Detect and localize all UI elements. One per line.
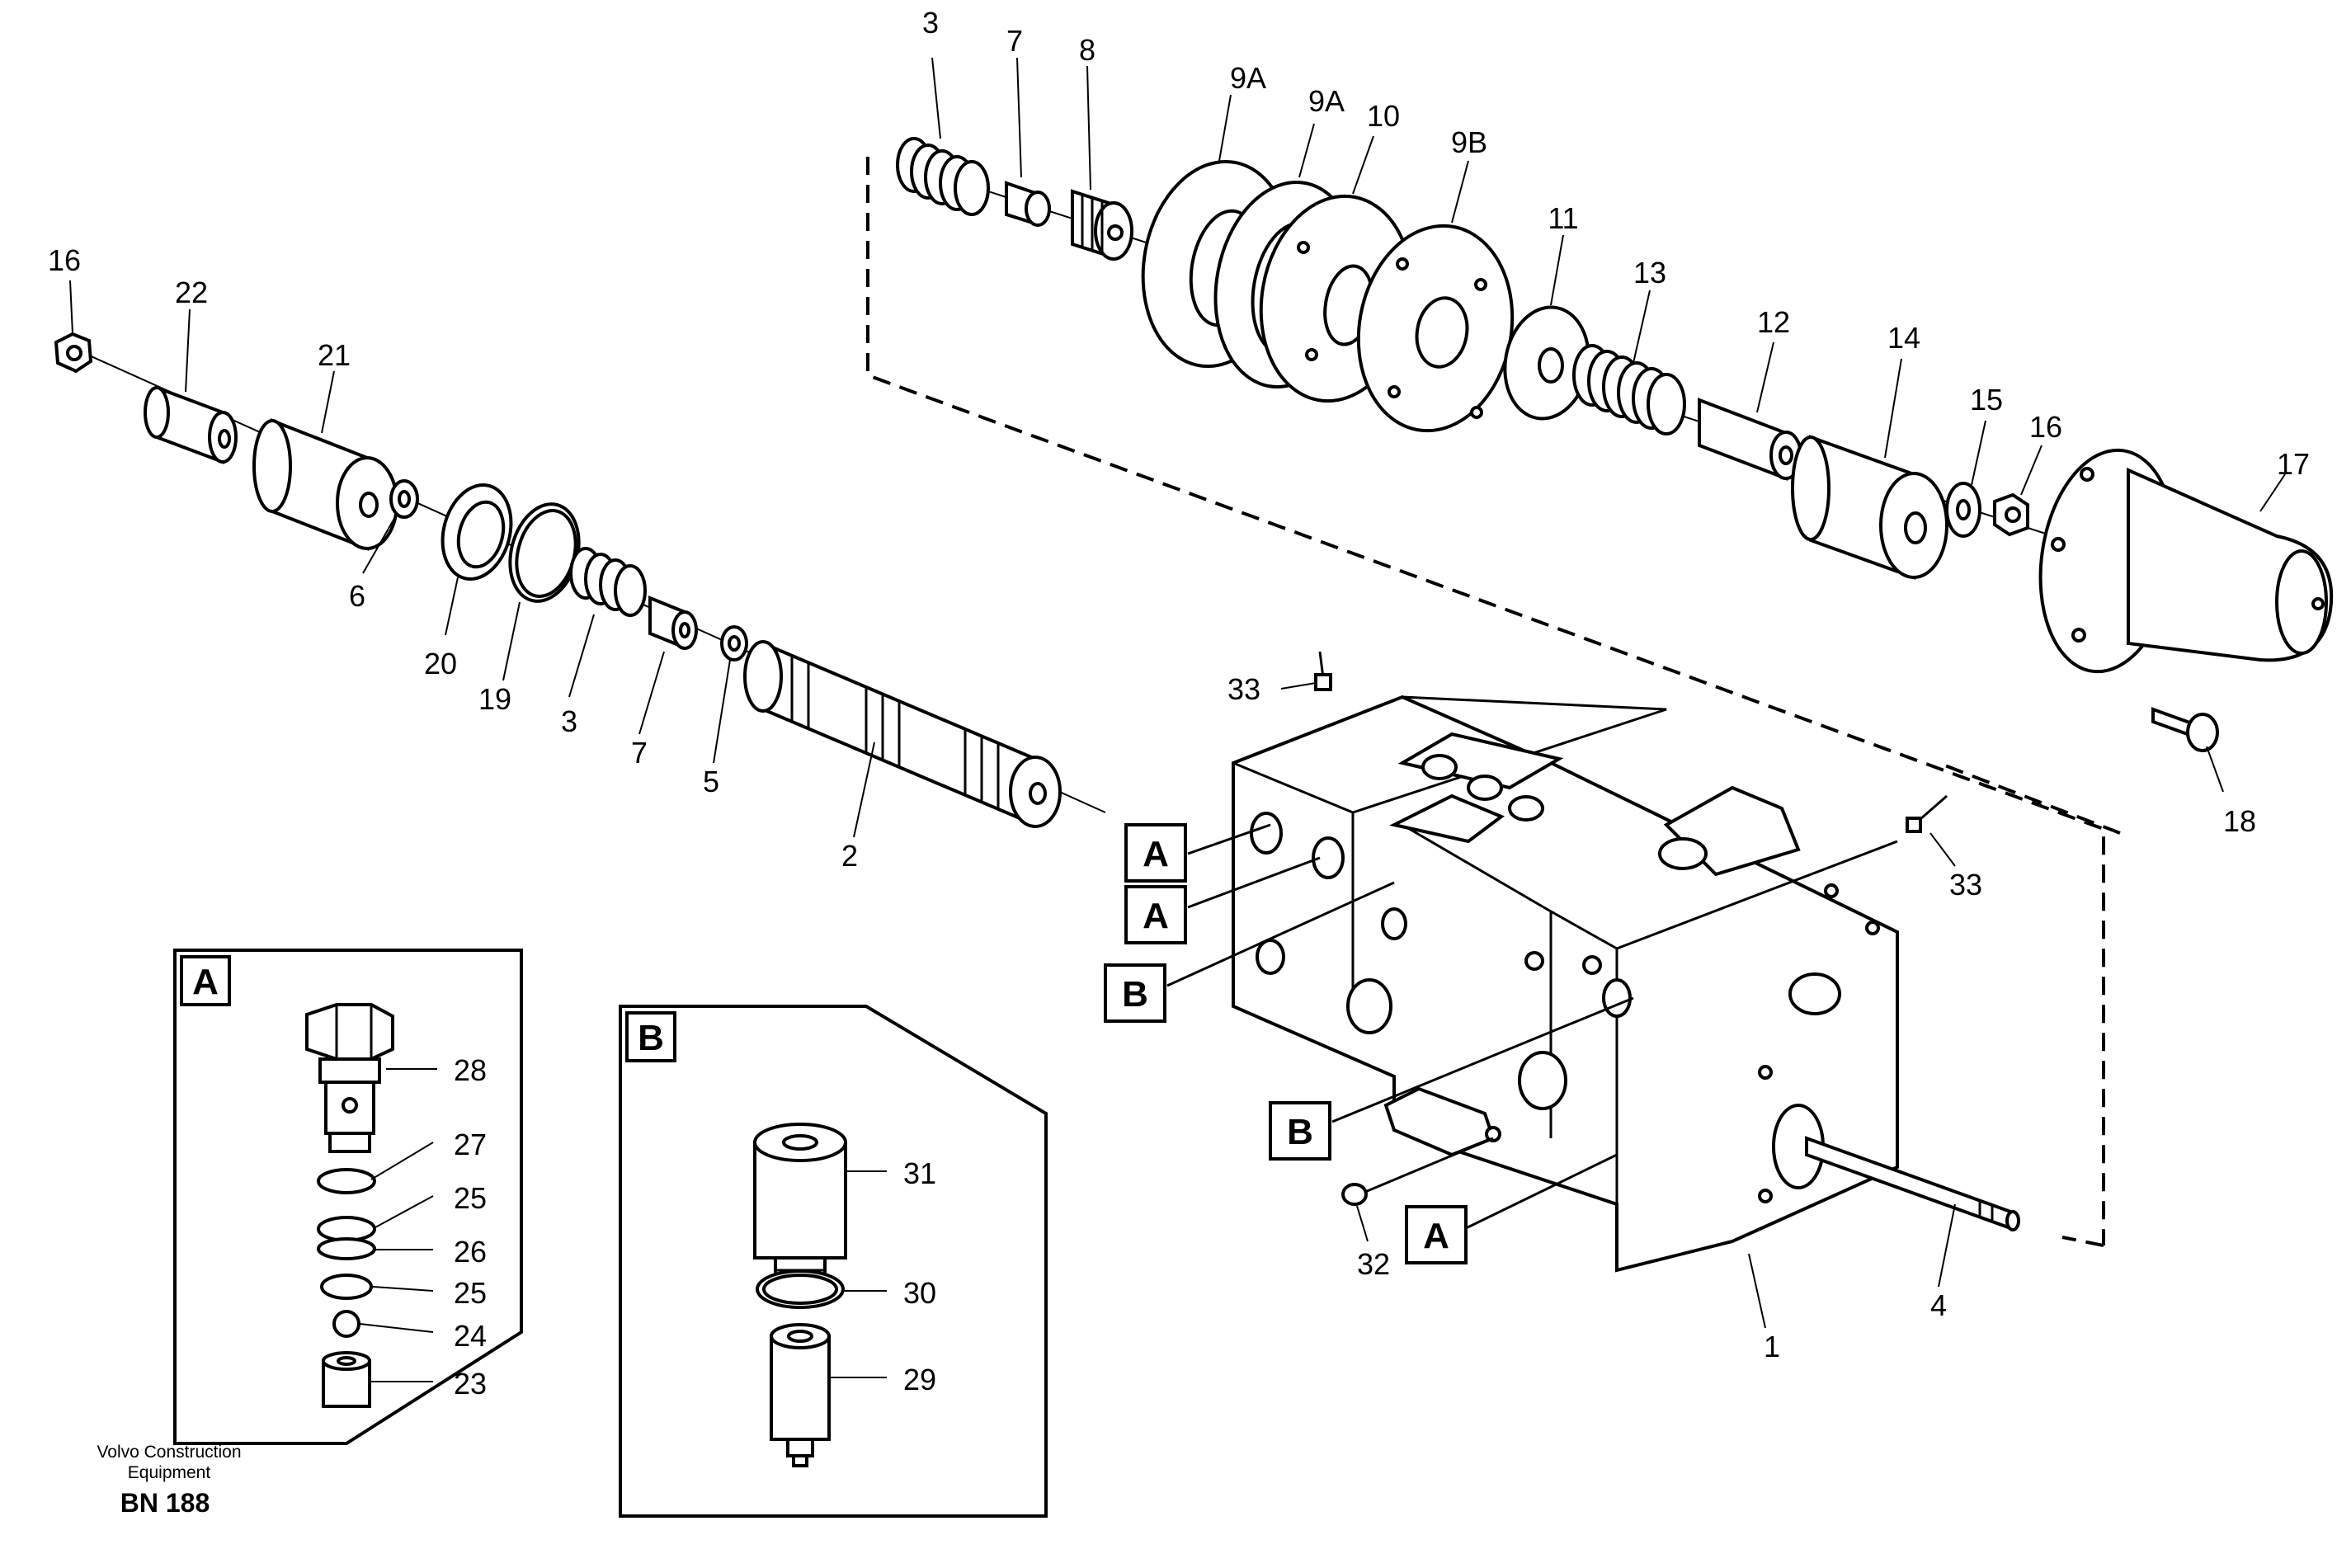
publisher-line-2: Equipment	[128, 1463, 211, 1482]
callout-1: 1	[1764, 1330, 1780, 1363]
callout-32: 32	[1357, 1247, 1390, 1281]
callout-28: 28	[454, 1053, 487, 1087]
callout-29: 29	[903, 1363, 936, 1396]
section-tag-a-3: A	[1405, 1205, 1468, 1264]
callout-25-first: 25	[454, 1181, 487, 1215]
spool-2	[743, 640, 1062, 828]
callout-5: 5	[703, 765, 719, 798]
callout-11: 11	[1548, 201, 1578, 235]
svg-text:A: A	[1143, 834, 1169, 874]
callout-21: 21	[318, 338, 351, 372]
callout-13: 13	[1633, 256, 1666, 290]
upper-sleeve-7	[1005, 181, 1051, 227]
screw-18	[2151, 707, 2219, 752]
valve-body-1	[1232, 695, 1899, 1273]
inset-a-parts	[305, 1003, 394, 1408]
callout-25-second: 25	[454, 1276, 487, 1310]
callout-7-bottom: 7	[631, 736, 648, 770]
pin-33-right	[1906, 794, 1948, 833]
callout-23: 23	[454, 1367, 487, 1401]
sleeve-12	[1698, 398, 1802, 481]
callout-labels: 3 7 8 9A 9A 10 9B 11 13 12 14 15 16 17 1…	[48, 6, 2310, 1401]
callout-26: 26	[454, 1235, 487, 1269]
washer-6	[389, 479, 419, 519]
callout-8: 8	[1079, 33, 1095, 67]
publisher-line-1: Volvo Construction	[97, 1443, 241, 1462]
inset-b-parts	[753, 1123, 847, 1467]
disc-9B	[1356, 224, 1515, 433]
callout-14: 14	[1887, 321, 1920, 355]
callout-9B: 9B	[1451, 125, 1487, 159]
svg-text:A: A	[1423, 1216, 1449, 1256]
svg-text:B: B	[1122, 974, 1148, 1015]
callout-leaders	[69, 57, 2286, 1329]
callout-16-right: 16	[2029, 410, 2062, 444]
callout-9A-first: 9A	[1230, 61, 1266, 95]
svg-text:A: A	[1143, 896, 1169, 936]
callout-3-top: 3	[922, 6, 939, 40]
cover-17	[2038, 448, 2334, 674]
callout-9A-second: 9A	[1308, 84, 1345, 118]
callout-24: 24	[454, 1319, 487, 1353]
section-leaders	[1166, 823, 1634, 1231]
callout-31: 31	[903, 1156, 936, 1190]
callout-17: 17	[2277, 447, 2310, 481]
rod-4	[1805, 1136, 2020, 1231]
ring-20	[441, 483, 513, 581]
callout-2: 2	[841, 839, 858, 873]
plug-32	[1341, 1183, 1368, 1206]
callout-6: 6	[349, 579, 365, 613]
callout-18: 18	[2223, 804, 2256, 838]
callout-4: 4	[1930, 1288, 1947, 1322]
nut-16-left	[54, 332, 93, 374]
cap-21	[252, 418, 398, 551]
nut-16-right	[1993, 492, 2029, 537]
callout-7-top: 7	[1006, 24, 1023, 58]
callout-10: 10	[1367, 99, 1400, 133]
upper-spring-3	[896, 137, 990, 216]
callout-12: 12	[1757, 305, 1790, 339]
upper-spring-13	[1572, 344, 1686, 436]
pin-33-top	[1314, 651, 1332, 691]
section-tag-a-1: A	[1124, 823, 1187, 883]
inset-b-title: B	[638, 1018, 664, 1058]
callout-16-left: 16	[48, 243, 81, 277]
section-tag-a-2: A	[1124, 885, 1187, 944]
inset-a-panel: A	[173, 949, 523, 1445]
inset-a-title: A	[192, 962, 219, 1002]
drawing-code: BN 188	[120, 1488, 210, 1518]
section-tag-b-1: B	[1104, 963, 1166, 1023]
section-tag-b-2: B	[1269, 1101, 1331, 1161]
upper-plug-8	[1071, 189, 1133, 261]
washer-15	[1945, 482, 1981, 538]
sleeve-22	[144, 385, 238, 464]
callout-20: 20	[424, 647, 457, 680]
svg-text:B: B	[1287, 1112, 1313, 1152]
callout-15: 15	[1970, 383, 2003, 417]
callout-33-right: 33	[1949, 868, 1982, 902]
lower-sleeve-7	[648, 596, 698, 650]
lower-spring-3	[569, 547, 647, 617]
publisher-footer: Volvo Construction Equipment BN 188	[97, 1443, 241, 1518]
washer-5	[720, 625, 748, 662]
inset-b-panel: B	[619, 1005, 1048, 1518]
cap-14	[1791, 435, 1948, 580]
callout-30: 30	[903, 1276, 936, 1310]
callout-22: 22	[175, 275, 208, 309]
callout-19: 19	[478, 682, 511, 716]
callout-33-top: 33	[1227, 672, 1260, 706]
callout-27: 27	[454, 1128, 487, 1161]
callout-3-bottom: 3	[561, 704, 577, 738]
washer-11	[1503, 305, 1590, 421]
